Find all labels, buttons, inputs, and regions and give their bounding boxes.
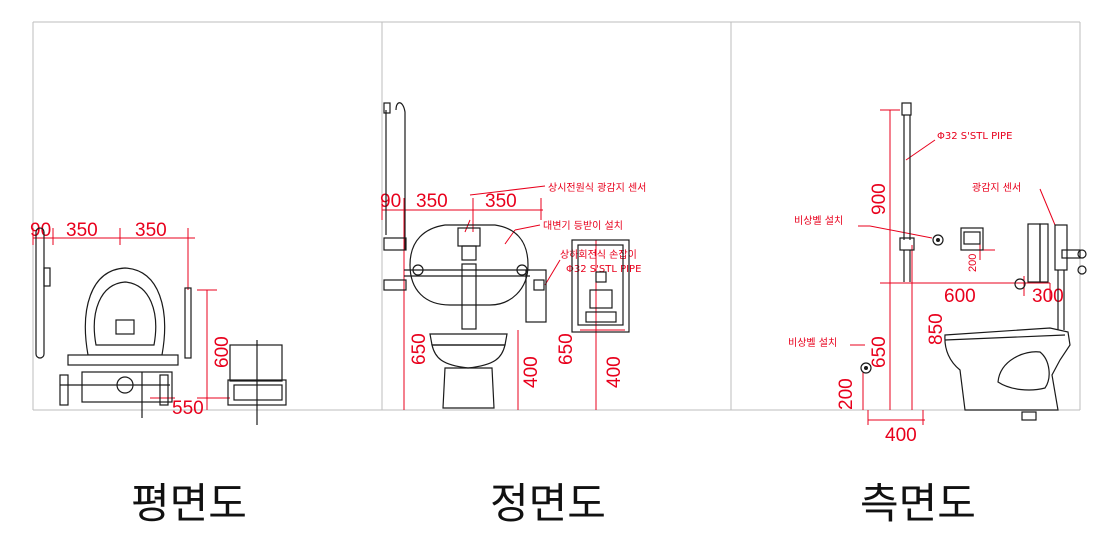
front-dim-350-a: 350 <box>416 191 448 212</box>
side-wall-fixtures <box>1014 223 1087 330</box>
plan-dim-left: 90 <box>30 220 51 241</box>
side-note-pipe: Φ32 S'STL PIPE <box>937 131 1012 142</box>
side-dim-300: 300 <box>1032 286 1064 307</box>
side-vertical-pipe <box>899 102 915 282</box>
front-view: 90 350 350 650 400 650 400 상시전원식 광감지 센서 … <box>380 102 646 528</box>
plan-paper-holder <box>227 340 287 425</box>
plan-toilet-bowl <box>60 267 192 418</box>
front-dim-350-b: 350 <box>485 191 517 212</box>
side-dim-650: 650 <box>869 336 890 368</box>
front-view-caption: 정면도 <box>490 479 606 528</box>
front-note-grab: 상하회전식 손잡이 <box>560 248 637 261</box>
side-dim-200: 200 <box>836 378 857 410</box>
front-dim-400-a: 400 <box>521 356 542 388</box>
side-note-sensor: 광감지 센서 <box>972 182 1021 194</box>
side-paper-holder <box>960 227 984 251</box>
plan-dimension-lines <box>32 228 230 410</box>
front-toilet <box>429 333 508 409</box>
front-paper-holder <box>571 239 630 333</box>
front-grab-bar <box>383 102 407 291</box>
side-toilet <box>944 327 1071 421</box>
front-dim-650-a: 650 <box>409 333 430 365</box>
front-flush-assembly <box>404 224 547 330</box>
side-dim-400: 400 <box>885 425 917 446</box>
plan-dim-550: 550 <box>172 398 204 419</box>
side-note-bell-lower: 비상벨 설치 <box>788 337 837 349</box>
front-dimension-lines <box>381 185 625 410</box>
plan-dim-600: 600 <box>212 336 233 368</box>
side-note-bell-upper: 비상벨 설치 <box>794 215 843 227</box>
plan-view: 90 350 350 600 550 <box>30 220 287 528</box>
front-dim-left: 90 <box>380 191 401 212</box>
front-note-backrest: 대변기 등받이 설치 <box>543 220 623 232</box>
front-dim-650-b: 650 <box>556 333 577 365</box>
plan-view-caption: 평면도 <box>131 479 247 528</box>
side-view-caption: 측면도 <box>860 479 976 528</box>
side-dimension-lines <box>850 109 1056 425</box>
plan-dim-350-a: 350 <box>66 220 98 241</box>
side-dim-200-small: 200 <box>967 254 979 272</box>
front-dim-400-b: 400 <box>604 356 625 388</box>
side-emergency-bells <box>860 234 944 374</box>
front-note-pipe: Φ32 S'STL PIPE <box>566 264 641 275</box>
side-dim-900: 900 <box>869 183 890 215</box>
plan-grab-bar <box>35 227 169 406</box>
front-note-sensor: 상시전원식 광감지 센서 <box>548 182 646 194</box>
plan-dim-350-b: 350 <box>135 220 167 241</box>
side-view: Φ32 S'STL PIPE 광감지 센서 비상벨 설치 비상벨 설치 900 … <box>788 102 1087 528</box>
side-dim-850: 850 <box>926 313 947 345</box>
side-dim-600: 600 <box>944 286 976 307</box>
